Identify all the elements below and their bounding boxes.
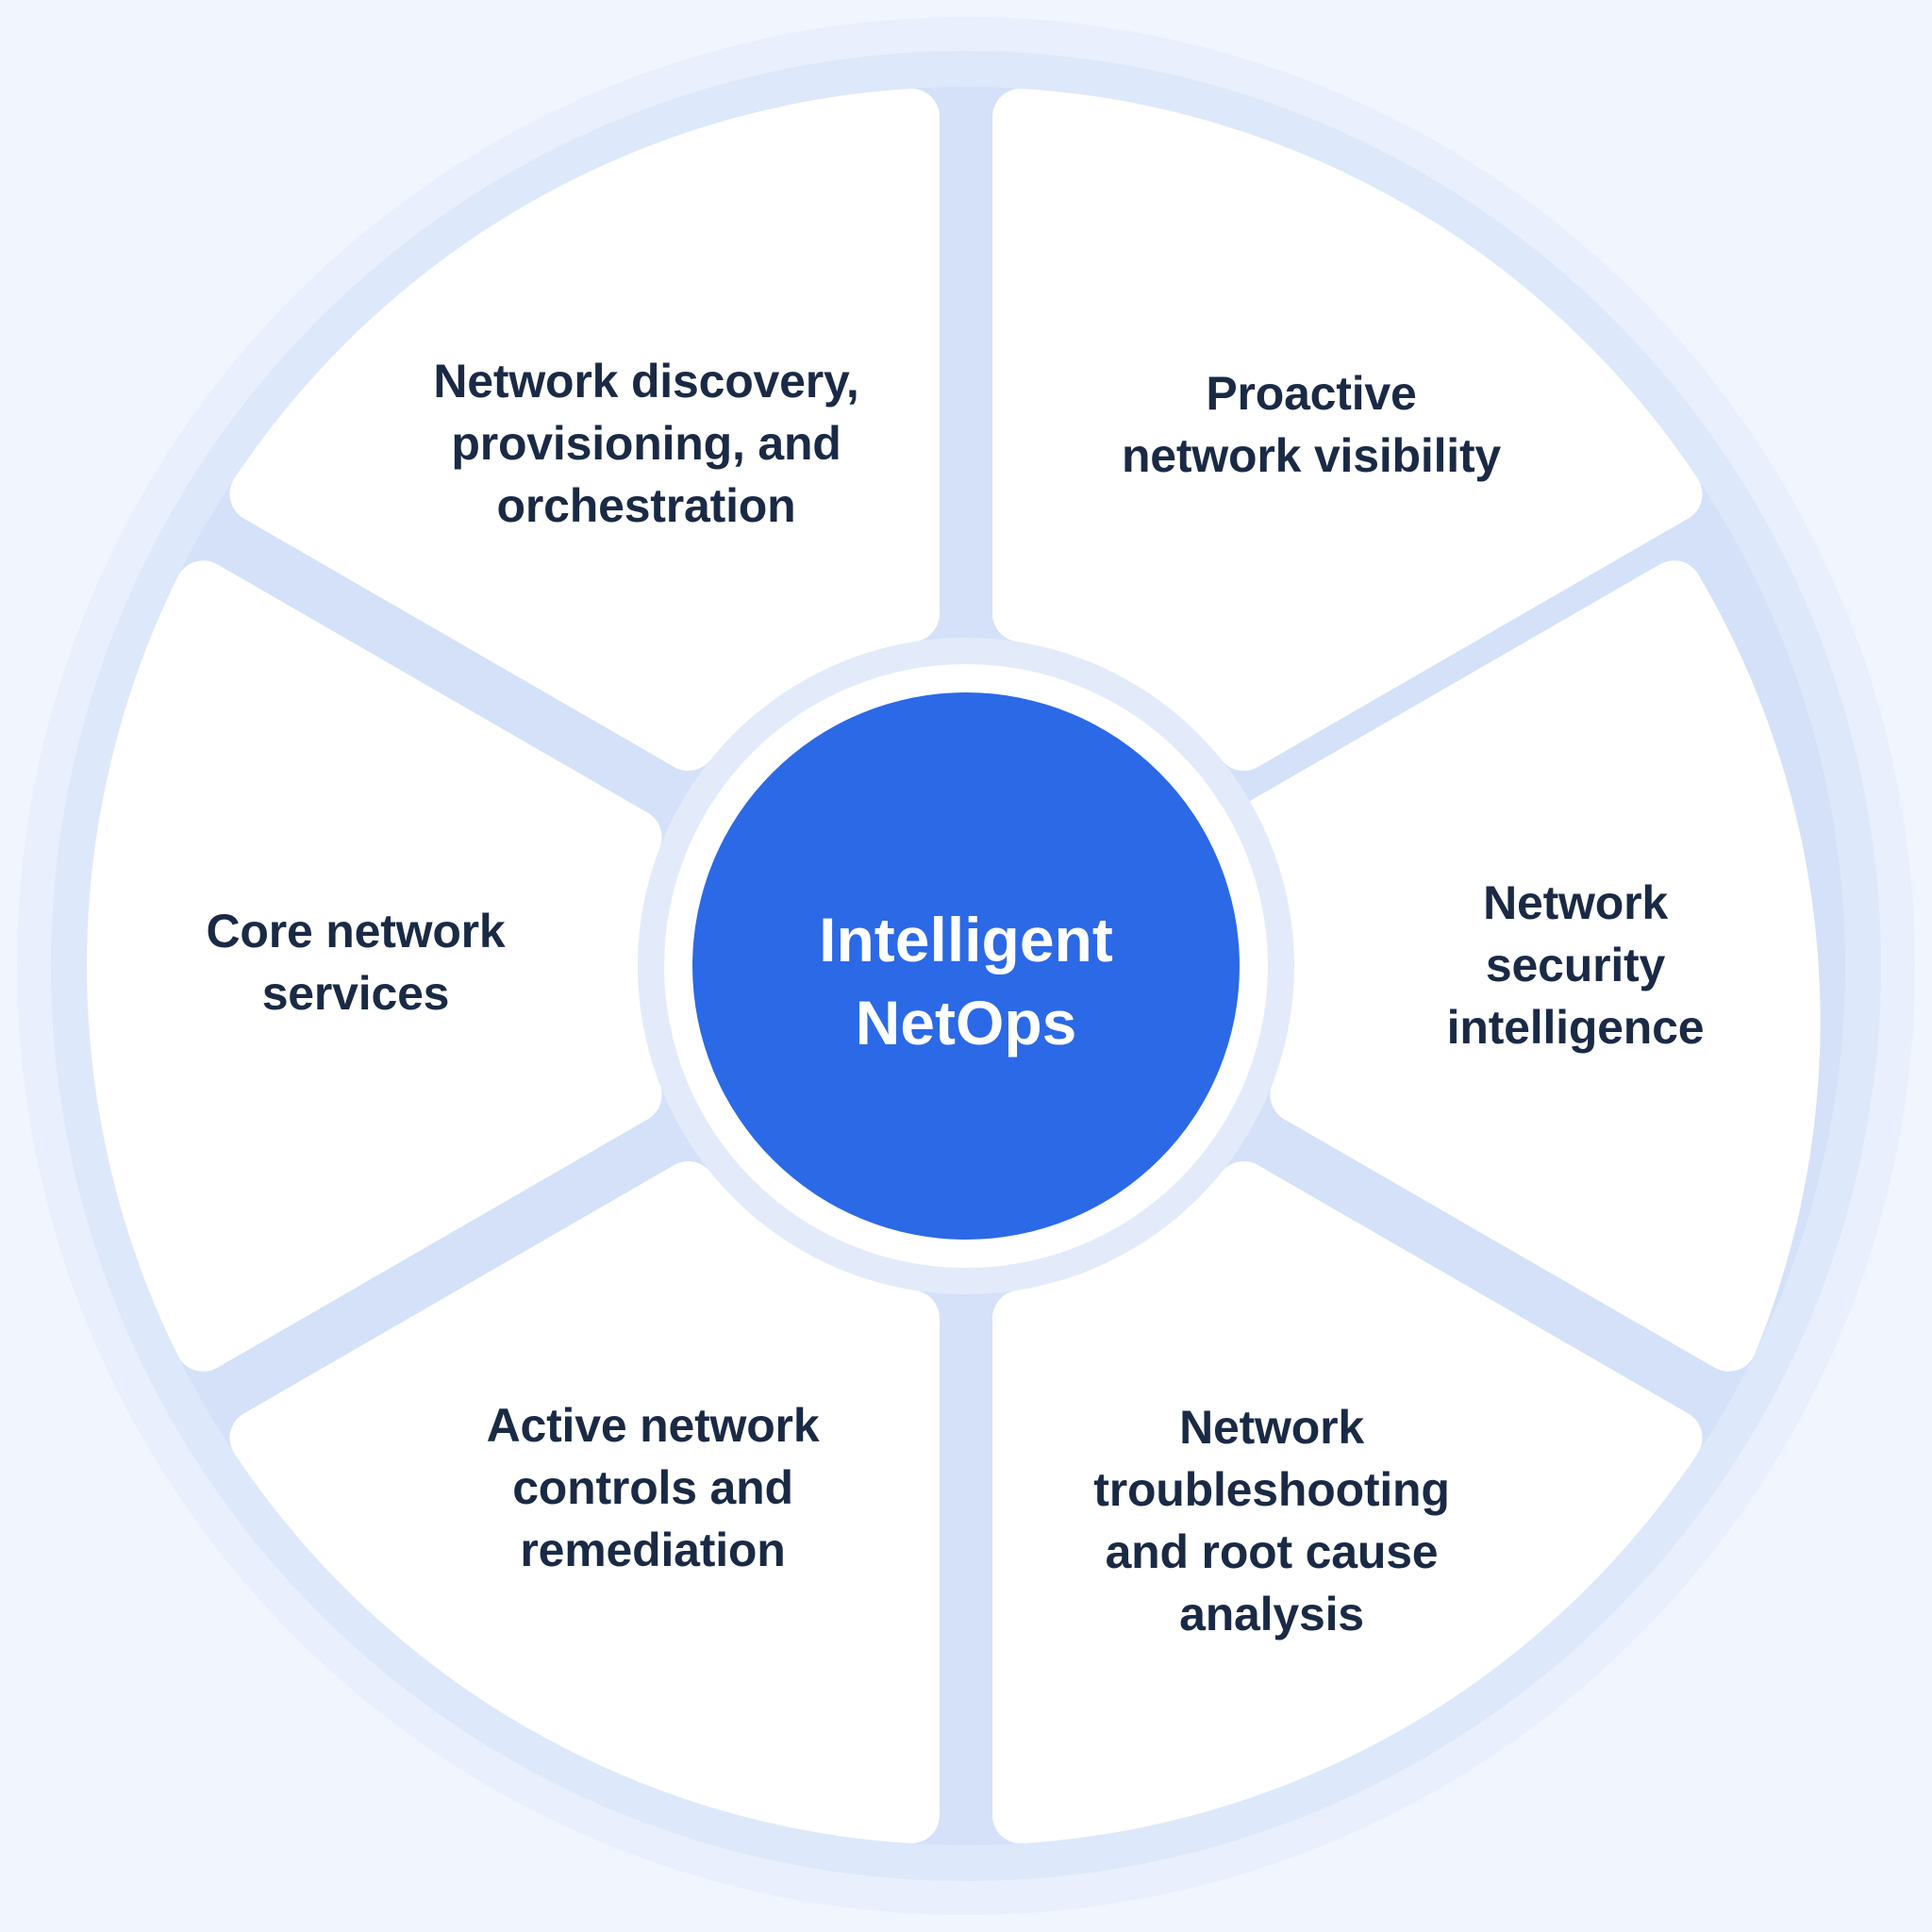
segment-label-active-controls: Active network controls and remediation — [486, 1399, 820, 1576]
segment-top-left — [229, 88, 940, 771]
segment-label-network-discovery: Network discovery, provisioning, and orc… — [433, 355, 859, 532]
hub-label: Intelligent NetOps — [819, 905, 1113, 1058]
segment-right — [1215, 560, 1821, 1372]
segment-bottom-right — [992, 1161, 1703, 1844]
segment-left — [87, 560, 662, 1372]
segment-label-troubleshooting-rca: Network troubleshooting and root cause a… — [1093, 1401, 1450, 1641]
segment-label-security-intelligence: Network security intelligence — [1446, 876, 1705, 1054]
hub-circle — [692, 692, 1240, 1240]
segment-label-proactive-visibility: Proactive network visibility — [1121, 367, 1502, 482]
segment-label-core-services: Core network services — [206, 905, 506, 1020]
segment-top-right — [992, 88, 1703, 771]
segment-bottom-left — [229, 1161, 940, 1844]
